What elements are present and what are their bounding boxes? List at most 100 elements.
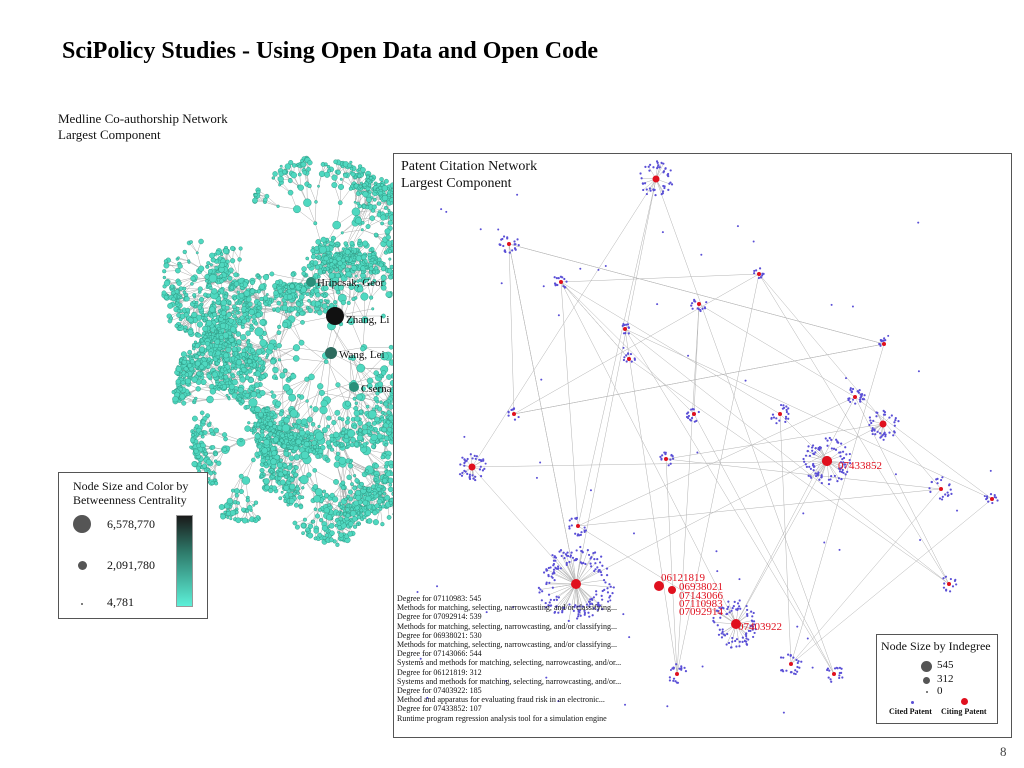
- cited-patent-node: [562, 551, 565, 554]
- cited-patent-node: [860, 392, 864, 396]
- coauthor-node: [303, 198, 312, 207]
- coauthor-node: [310, 447, 314, 451]
- cited-patent-node: [568, 525, 571, 528]
- coauthor-node: [365, 404, 370, 409]
- cited-patent-node: [744, 379, 747, 382]
- cited-patent-node: [851, 305, 854, 308]
- coauthor-node: [333, 461, 341, 468]
- coauthor-node: [351, 250, 355, 254]
- legend-size-medium: [78, 561, 87, 570]
- cited-patent-node: [787, 417, 790, 420]
- cited-patent-node: [787, 653, 790, 656]
- cited-patent-node: [482, 459, 485, 462]
- cited-patent-node: [669, 669, 672, 672]
- cited-patent-node: [929, 490, 932, 493]
- coauthor-node: [272, 424, 277, 429]
- cited-patent-node: [936, 477, 939, 480]
- cited-patent-node: [870, 421, 873, 425]
- cited-patent-node: [565, 280, 568, 283]
- coauthor-node: [387, 193, 391, 198]
- coauthor-node: [191, 461, 198, 467]
- coauthor-node: [295, 484, 299, 488]
- coauthor-node: [237, 387, 244, 394]
- coauthor-node: [245, 330, 251, 337]
- cited-patent-node: [787, 407, 790, 410]
- cited-patent-node: [557, 276, 560, 280]
- coauthor-node: [261, 447, 268, 454]
- coauthor-node: [291, 438, 295, 442]
- coauthor-node: [195, 386, 201, 392]
- cited-patent-node: [787, 412, 790, 415]
- cited-patent-node: [873, 428, 876, 431]
- coauthor-node: [301, 486, 305, 490]
- cited-patent-node: [871, 426, 874, 430]
- cited-patent-node: [669, 181, 672, 184]
- coauthor-node: [372, 197, 377, 202]
- cited-patent-node: [827, 478, 831, 481]
- coauthor-node: [376, 201, 382, 206]
- cited-patent-node: [834, 448, 838, 451]
- coauthor-node: [321, 525, 328, 532]
- coauthor-node: [355, 494, 362, 501]
- cited-patent-node: [838, 671, 841, 675]
- cited-patent-node: [662, 162, 665, 165]
- coauthor-node: [388, 257, 392, 261]
- coauthor-node: [311, 519, 316, 524]
- coauthor-node: [271, 176, 276, 180]
- coauthor-node: [176, 280, 182, 286]
- coauthor-node: [348, 356, 352, 361]
- coauthor-node: [348, 460, 353, 464]
- coauthor-node: [246, 340, 250, 345]
- cited-patent-node: [688, 418, 692, 421]
- coauthor-node: [263, 478, 270, 485]
- cited-patent-node: [469, 453, 472, 456]
- legend-value-min: 4,781: [107, 595, 134, 609]
- coauthor-node: [331, 420, 337, 426]
- cited-patent-node: [416, 591, 419, 594]
- coauthor-node: [365, 224, 371, 229]
- coauthor-node: [214, 339, 221, 345]
- coauthor-node: [277, 324, 282, 329]
- coauthor-node: [254, 353, 259, 358]
- coauthor-node: [352, 516, 358, 522]
- coauthor-node: [201, 419, 206, 425]
- cited-patent-node: [539, 588, 542, 591]
- citing-patent-node: [692, 412, 696, 416]
- cited-patent-node: [841, 450, 845, 453]
- coauthor-node: [204, 341, 211, 347]
- coauthor-node: [360, 254, 367, 261]
- cited-patent-node: [574, 517, 577, 520]
- cited-patent-node: [875, 415, 878, 418]
- coauthor-node: [260, 374, 266, 380]
- coauthor-node: [290, 171, 297, 179]
- coauthor-node: [252, 427, 256, 431]
- coauthor-node: [333, 300, 338, 305]
- coauthor-node: [245, 404, 251, 410]
- coauthor-node: [353, 441, 359, 447]
- cited-patent-node: [542, 571, 546, 574]
- coauthor-node: [163, 294, 169, 300]
- coauthor-node: [250, 348, 255, 354]
- cited-patent-node: [725, 643, 728, 646]
- coauthor-node: [290, 272, 295, 277]
- cited-patent-node: [645, 192, 648, 196]
- cited-patent-node: [806, 449, 809, 453]
- coauthor-node: [214, 330, 218, 334]
- cited-patent-node: [622, 613, 625, 616]
- cited-patent-node: [738, 578, 741, 581]
- coauthor-node: [254, 327, 264, 337]
- cited-patent-node: [845, 453, 848, 456]
- cited-patent-node: [727, 605, 730, 609]
- coauthor-node: [237, 257, 242, 262]
- cited-patent-node: [784, 420, 787, 423]
- coauthor-node: [234, 493, 239, 498]
- coauthor-node: [305, 292, 310, 297]
- cited-patent-node: [554, 556, 558, 559]
- coauthor-node: [372, 260, 378, 265]
- coauthor-node: [358, 184, 363, 189]
- coauthor-node: [360, 228, 364, 232]
- coauthor-node: [223, 510, 227, 514]
- coauthor-node: [296, 162, 300, 166]
- coauthor-node: [384, 469, 388, 474]
- cited-patent-node: [991, 501, 994, 505]
